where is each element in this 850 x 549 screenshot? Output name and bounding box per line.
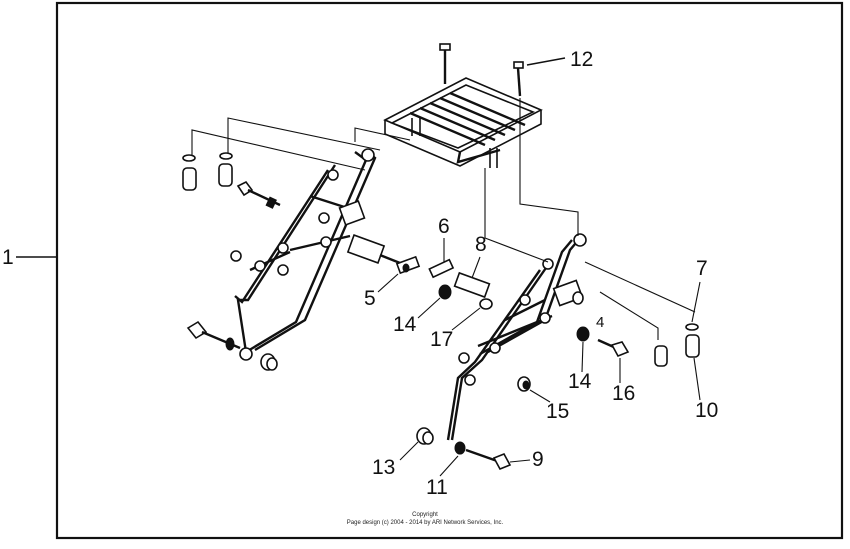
left-side-frame [230,148,377,361]
callout-5: 5 [364,287,376,310]
callout-14-right: 14 [568,370,592,393]
callout-7: 7 [696,257,708,280]
bracket-6 [428,258,455,279]
left-nut-lower [260,353,278,371]
right-damper-7-10 [685,323,700,358]
washer-14-left [438,284,452,300]
callout-1: 1 [2,246,14,269]
washer-14-right [576,326,590,342]
diagram-frame [55,1,844,540]
washer-11 [454,441,466,455]
callout-14-left: 14 [393,313,417,336]
left-bolt-lower [186,320,241,351]
copyright-line-2: Page design (c) 2004 - 2014 by ARI Netwo… [347,520,504,526]
nut-15 [517,376,531,392]
callout-6: 6 [438,215,450,238]
left-damper-1 [182,154,197,191]
callout-11: 11 [426,476,448,499]
callout-4: 4 [596,314,604,331]
callout-15: 15 [546,400,569,423]
nut-13 [416,427,434,445]
callout-8: 8 [475,233,487,256]
bolt-12-left [439,43,451,84]
left-damper-2 [218,152,233,187]
rubber-mount-8 [453,271,493,310]
callout-17: 17 [430,328,453,351]
bolt-12-right [513,57,566,97]
callout-13: 13 [372,456,395,479]
bolt-16 [597,338,630,358]
callout-16: 16 [612,382,635,405]
right-damper-2 [654,345,668,367]
callout-12: 12 [570,48,593,71]
callout-9: 9 [532,448,544,471]
luggage-rack [383,77,543,168]
copyright-line-1: Copyright [412,512,438,518]
center-bracket-5 [346,234,421,275]
bolt-9 [465,448,512,471]
callout-10: 10 [695,399,718,422]
left-bolt-upper [236,180,281,209]
